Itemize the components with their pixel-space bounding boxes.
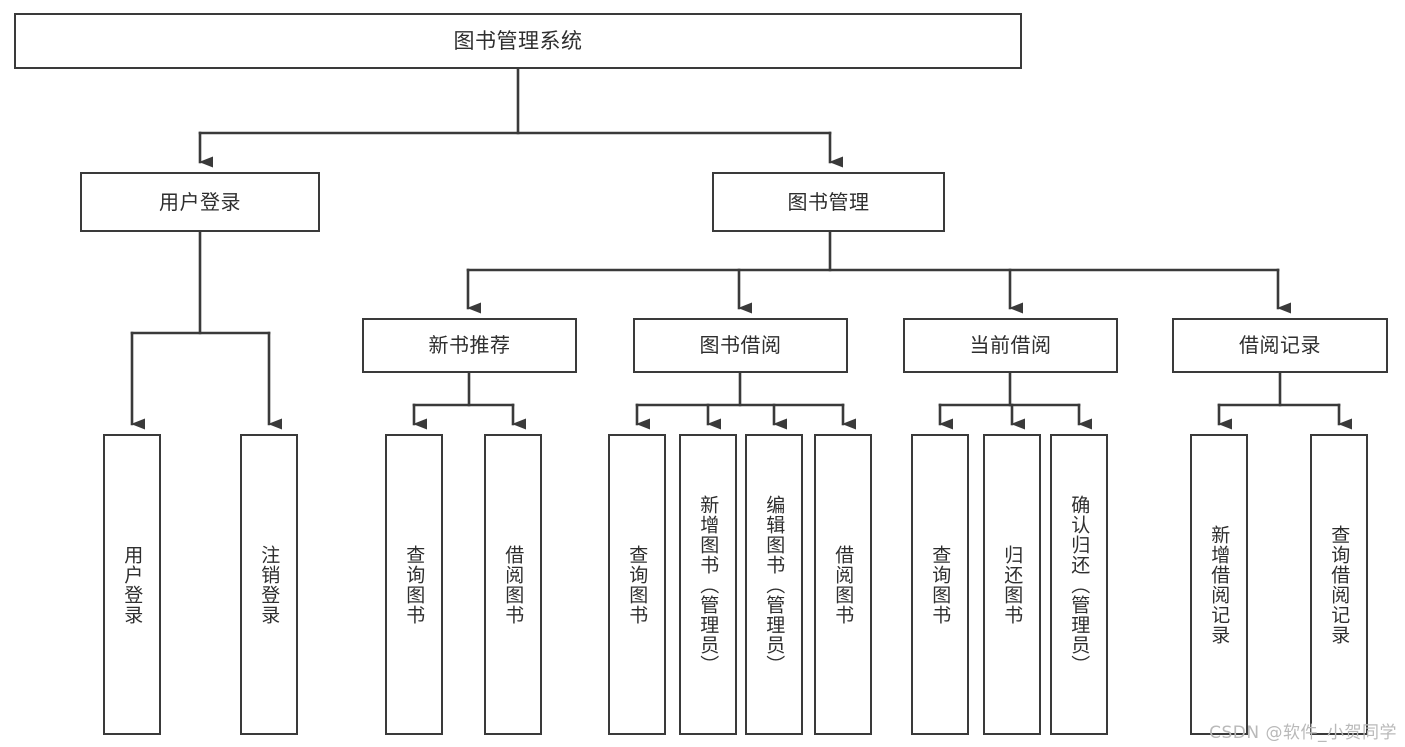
- node-borrow-record[interactable]: 借阅记录: [1172, 318, 1388, 373]
- leaf-add-borrow-record[interactable]: 新增借阅记录: [1190, 434, 1248, 735]
- leaf-edit-book-admin-label: 编辑图书（管理员）: [763, 494, 786, 675]
- node-root-label: 图书管理系统: [453, 28, 583, 53]
- leaf-logout[interactable]: 注销登录: [240, 434, 298, 735]
- leaf-query-book-borrow-label: 查询图书: [626, 544, 649, 625]
- watermark: CSDN @软件_小贺同学: [1209, 723, 1397, 743]
- node-root[interactable]: 图书管理系统: [14, 13, 1022, 69]
- leaf-borrow-book[interactable]: 借阅图书: [814, 434, 872, 735]
- node-book-borrow-label: 图书借阅: [699, 333, 782, 357]
- leaf-add-book-admin-label: 新增图书（管理员）: [697, 494, 720, 675]
- node-current-borrow-label: 当前借阅: [969, 333, 1052, 357]
- leaf-borrow-book-label: 借阅图书: [832, 544, 855, 625]
- leaf-edit-book-admin[interactable]: 编辑图书（管理员）: [745, 434, 803, 735]
- leaf-borrow-book-recommend-label: 借阅图书: [502, 544, 525, 625]
- leaf-query-book-current-label: 查询图书: [929, 544, 952, 625]
- leaf-query-borrow-record-label: 查询借阅记录: [1328, 524, 1351, 645]
- node-book-borrow[interactable]: 图书借阅: [633, 318, 848, 373]
- leaf-return-book-label: 归还图书: [1001, 544, 1024, 625]
- leaf-borrow-book-recommend[interactable]: 借阅图书: [484, 434, 542, 735]
- node-borrow-record-label: 借阅记录: [1239, 333, 1321, 357]
- leaf-add-book-admin[interactable]: 新增图书（管理员）: [679, 434, 737, 735]
- leaf-logout-label: 注销登录: [258, 544, 281, 625]
- leaf-query-book-current[interactable]: 查询图书: [911, 434, 969, 735]
- leaf-query-borrow-record[interactable]: 查询借阅记录: [1310, 434, 1368, 735]
- node-user-login-label: 用户登录: [159, 189, 241, 214]
- leaf-user-login-label: 用户登录: [121, 544, 144, 625]
- leaf-confirm-return-admin-label: 确认归还（管理员）: [1068, 494, 1091, 675]
- node-current-borrow[interactable]: 当前借阅: [903, 318, 1118, 373]
- node-book-management-label: 图书管理: [787, 189, 870, 214]
- node-user-login[interactable]: 用户登录: [80, 172, 320, 232]
- node-book-management[interactable]: 图书管理: [712, 172, 945, 232]
- node-new-book-recommend[interactable]: 新书推荐: [362, 318, 577, 373]
- leaf-add-borrow-record-label: 新增借阅记录: [1208, 524, 1231, 645]
- leaf-query-book-recommend[interactable]: 查询图书: [385, 434, 443, 735]
- leaf-confirm-return-admin[interactable]: 确认归还（管理员）: [1050, 434, 1108, 735]
- leaf-return-book[interactable]: 归还图书: [983, 434, 1041, 735]
- leaf-user-login[interactable]: 用户登录: [103, 434, 161, 735]
- leaf-query-book-borrow[interactable]: 查询图书: [608, 434, 666, 735]
- node-new-book-recommend-label: 新书推荐: [428, 333, 511, 357]
- leaf-query-book-recommend-label: 查询图书: [403, 544, 426, 625]
